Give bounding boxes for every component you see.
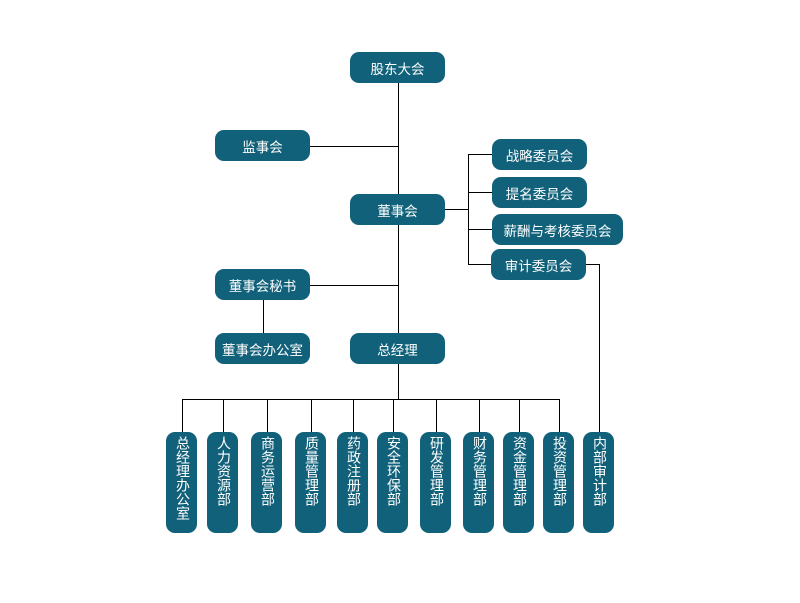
node-nomination-committee: 提名委员会 <box>492 177 587 208</box>
department-treasury: 资金管理部 <box>503 432 534 533</box>
node-audit-committee: 审计委员会 <box>491 249 586 280</box>
department-safety-environment: 安全环保部 <box>377 432 408 533</box>
connector-board-committees <box>445 154 492 265</box>
node-board-secretary: 董事会秘书 <box>215 269 310 300</box>
connector-department-drops <box>182 399 560 432</box>
department-investment: 投资管理部 <box>543 432 574 533</box>
department-regulatory: 药政注册部 <box>337 432 368 533</box>
department-finance: 财务管理部 <box>463 432 494 533</box>
node-general-manager: 总经理 <box>350 333 445 364</box>
connector-audit-internal <box>586 264 600 432</box>
node-compensation-committee: 薪酬与考核委员会 <box>492 214 623 245</box>
node-shareholders-meeting: 股东大会 <box>350 52 445 83</box>
node-board-of-supervisors: 监事会 <box>215 130 310 161</box>
department-gm-office: 总经理办公室 <box>166 432 197 533</box>
department-rnd: 研发管理部 <box>420 432 451 533</box>
node-strategy-committee: 战略委员会 <box>492 139 587 170</box>
department-internal-audit: 内部审计部 <box>583 432 614 533</box>
department-quality: 质量管理部 <box>295 432 326 533</box>
department-business-operations: 商务运营部 <box>251 432 282 533</box>
node-board-of-directors: 董事会 <box>350 194 445 225</box>
node-board-office: 董事会办公室 <box>215 333 310 364</box>
connector-gm-departments <box>182 364 560 400</box>
department-hr: 人力资源部 <box>207 432 238 533</box>
